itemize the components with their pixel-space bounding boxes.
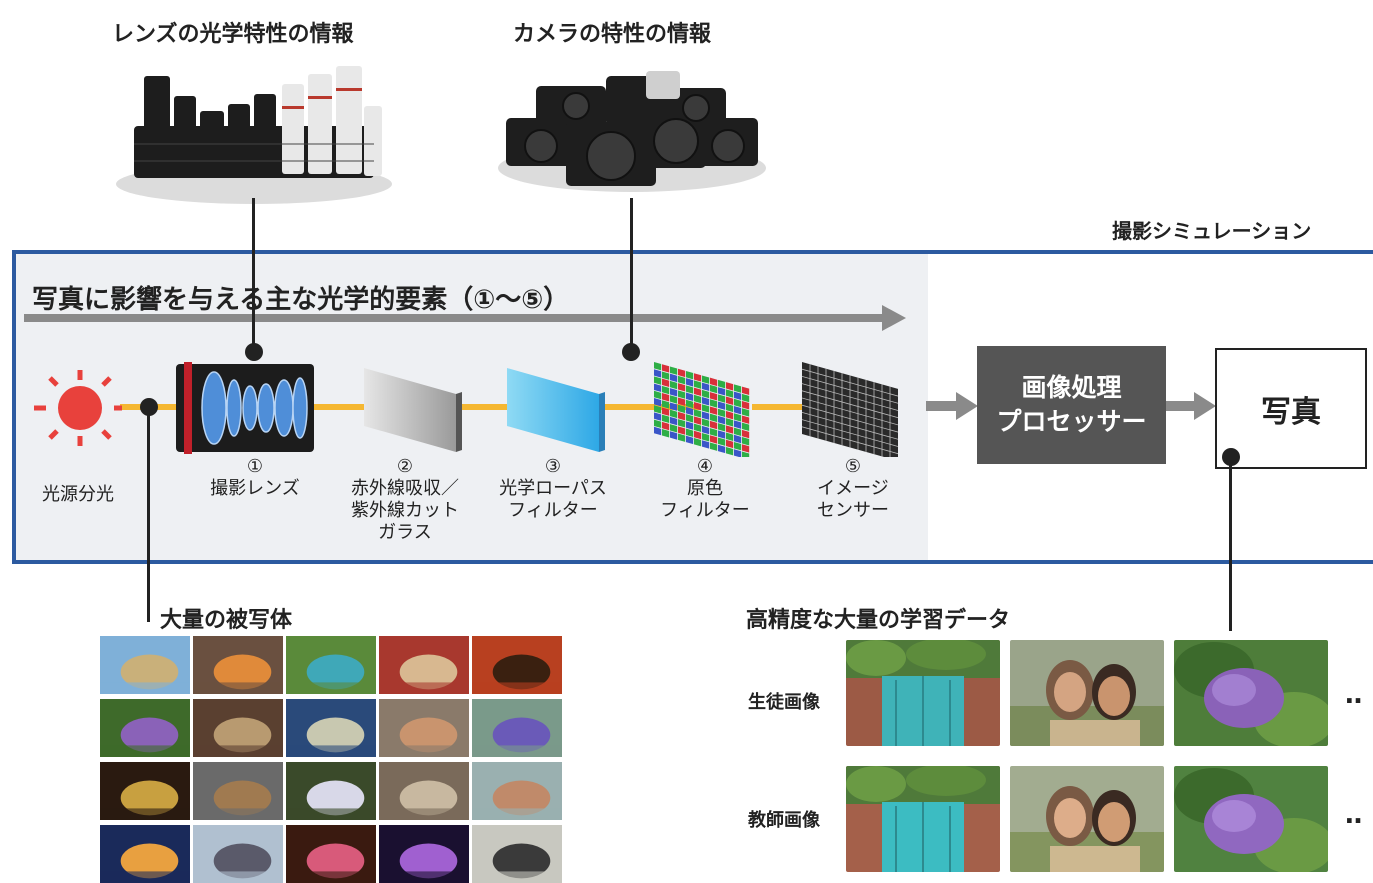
subjects-connector [147,406,150,622]
subjects-title: 大量の被写体 [160,608,293,633]
element-number: ① [246,456,264,477]
door-photo [846,640,1000,746]
element-number: ⑤ [844,456,862,477]
element-ir-glass: ② 赤外線吸収／ 紫外線カット ガラス [330,456,480,544]
light-source-label: 光源分光 [42,484,114,505]
subject-photo [193,762,283,820]
element-color-filter: ④ 原色 フィルター [630,456,780,522]
couple-photo [1010,640,1164,746]
element-lens: ① 撮影レンズ [185,456,325,500]
lens-cross-section-icon [176,362,314,454]
subject-photo [379,636,469,694]
camera-info-connector [630,198,633,350]
subject-photo [193,636,283,694]
bayer-filter-icon [654,362,750,457]
subject-photo [100,699,190,757]
element-number: ② [396,456,414,477]
subject-photo-grid [100,636,566,883]
connector-dot [245,343,263,361]
element-number: ③ [544,456,562,477]
subject-photo [379,699,469,757]
processor-line1: 画像処理 [1021,373,1122,402]
training-title: 高精度な大量の学習データ [746,608,1011,633]
subject-photo [472,825,562,883]
subject-photo [472,762,562,820]
image-processor-box: 画像処理 プロセッサー [977,346,1166,464]
subject-photo [286,699,376,757]
arrow-to-photo [1166,392,1216,420]
element-label: 光学ローパス フィルター [499,478,607,521]
glass-plate-icon [364,368,462,452]
elements-panel-title: 写真に影響を与える主な光学的要素（①〜⑤） [32,285,570,315]
element-number: ④ [696,456,714,477]
light-beam [460,404,515,410]
subject-photo [100,762,190,820]
hydrangea-photo [1174,766,1328,872]
subject-photo [193,825,283,883]
subject-photo [286,636,376,694]
element-sensor: ⑤ イメージ センサー [778,456,928,522]
subject-photo [472,636,562,694]
arrow-to-processor [926,392,978,420]
subject-photo [379,825,469,883]
blue-filter-plate-icon [507,368,605,452]
sensor-grid-icon [802,362,898,457]
sun-icon [34,370,122,446]
subject-photo [100,636,190,694]
simulation-title: 撮影シミュレーション [1112,219,1312,243]
subject-photo [379,762,469,820]
photo-output-box: 写真 [1215,348,1367,469]
element-label: 撮影レンズ [210,478,300,499]
training-connector [1229,456,1232,631]
element-label: イメージ センサー [817,478,889,521]
teacher-images-label: 教師画像 [748,810,820,831]
processor-line2: プロセッサー [996,407,1147,436]
hydrangea-photo [1174,640,1328,746]
subject-photo [286,762,376,820]
subject-photo [193,699,283,757]
element-label: 赤外線吸収／ 紫外線カット ガラス [351,478,459,543]
light-beam [312,404,412,410]
camera-lineup-image [498,71,766,192]
camera-info-title: カメラの特性の情報 [513,22,712,47]
element-label: 原色 フィルター [660,478,750,521]
flow-arrow [24,305,906,331]
more-indicator: ‥ [1345,800,1365,830]
subject-photo [100,825,190,883]
subject-photo [286,825,376,883]
lens-lineup-image [116,66,392,204]
door-photo [846,766,1000,872]
lens-info-connector [252,198,255,350]
more-indicator: ‥ [1345,680,1365,710]
connector-dot [622,343,640,361]
subject-photo [472,699,562,757]
student-images-label: 生徒画像 [748,692,820,713]
couple-photo [1010,766,1164,872]
light-beam [600,404,700,410]
lens-info-title: レンズの光学特性の情報 [112,22,354,47]
element-lowpass: ③ 光学ローパス フィルター [478,456,628,522]
